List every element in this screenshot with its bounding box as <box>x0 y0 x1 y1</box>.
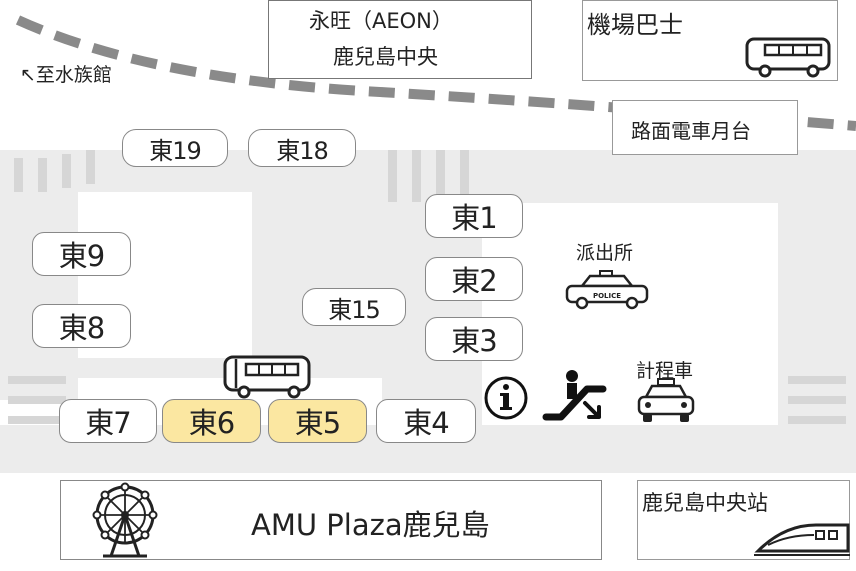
crosswalk-stripe <box>8 416 66 424</box>
aquarium-direction: ↖至水族館 <box>20 64 112 86</box>
crosswalk-stripe <box>8 396 66 404</box>
taxi-icon <box>637 378 695 422</box>
bus-stop-e9[interactable]: 東9 <box>32 232 131 276</box>
bus-icon <box>745 37 831 78</box>
aeon-box: 永旺（AEON） 鹿兒島中央 <box>268 0 532 79</box>
ferris-wheel-icon <box>92 482 158 558</box>
bus-stop-e2[interactable]: 東2 <box>425 257 523 301</box>
bus-stop-e5[interactable]: 東5 <box>268 399 367 443</box>
bus-stop-e4[interactable]: 東4 <box>376 399 476 443</box>
crosswalk-stripe <box>388 150 397 202</box>
bus-stop-e15[interactable]: 東15 <box>302 288 406 326</box>
tram-platform-box: 路面電車月台 <box>612 100 798 155</box>
bus-stop-e7[interactable]: 東7 <box>59 399 157 443</box>
police-car-icon: POLICE <box>565 270 649 310</box>
crosswalk-stripe <box>788 376 846 384</box>
police-car-text: POLICE <box>593 292 621 300</box>
crosswalk-stripe <box>62 154 71 188</box>
crosswalk-stripe <box>14 158 23 192</box>
taxi-label: 計程車 <box>636 360 694 382</box>
bus-stop-e3[interactable]: 東3 <box>425 317 523 361</box>
crosswalk-stripe <box>788 416 846 424</box>
crosswalk-stripe <box>460 150 469 202</box>
crosswalk-stripe <box>412 150 421 202</box>
shinkansen-icon <box>754 523 850 556</box>
tram-platform-label: 路面電車月台 <box>631 119 751 143</box>
bus-stop-e18[interactable]: 東18 <box>248 129 356 167</box>
crosswalk-stripe <box>8 376 66 384</box>
crosswalk-stripe <box>788 396 846 404</box>
airport-bus-box: 機場巴士 <box>582 0 838 81</box>
bus-stop-e1[interactable]: 東1 <box>425 194 523 238</box>
station-box: 鹿兒島中央站 <box>637 480 850 560</box>
airport-bus-label: 機場巴士 <box>587 11 683 39</box>
crosswalk-stripe <box>86 150 95 184</box>
road-right-block <box>480 155 856 203</box>
aeon-line2: 鹿兒島中央 <box>333 45 438 69</box>
crosswalk-stripe <box>38 158 47 192</box>
information-icon[interactable] <box>483 375 529 421</box>
bus-stop-e19[interactable]: 東19 <box>122 129 228 167</box>
bus-stop-e8[interactable]: 東8 <box>32 304 131 348</box>
road-right-vertical <box>778 200 856 430</box>
crosswalk-stripe <box>436 150 445 202</box>
escalator-icon <box>542 370 607 421</box>
bus-icon <box>223 355 311 399</box>
police-box-label: 派出所 <box>576 242 634 264</box>
amu-plaza-label: AMU Plaza鹿兒島 <box>251 508 490 542</box>
bus-stop-e6[interactable]: 東6 <box>162 399 261 443</box>
amu-plaza-box: AMU Plaza鹿兒島 <box>60 480 602 560</box>
station-label: 鹿兒島中央站 <box>642 491 768 515</box>
aeon-line1: 永旺（AEON） <box>309 9 453 33</box>
